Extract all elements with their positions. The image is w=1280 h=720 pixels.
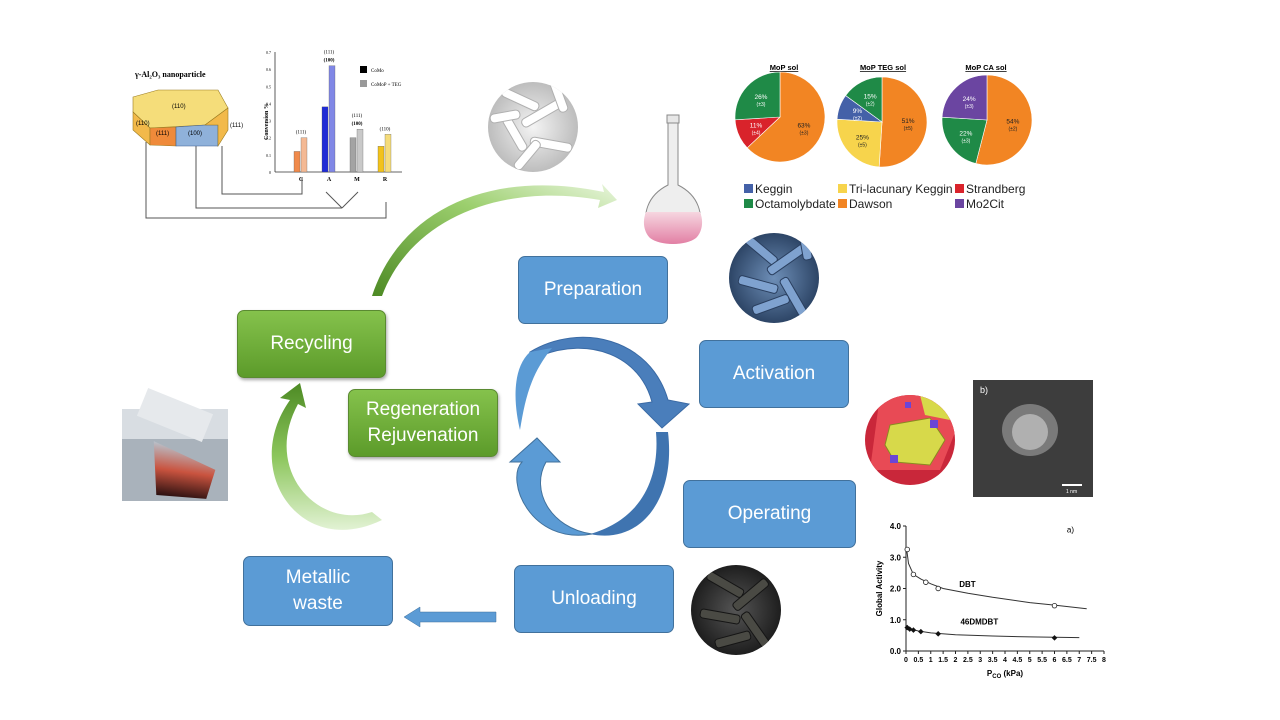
regeneration-box[interactable]: Regeneration Rejuvenation bbox=[348, 389, 498, 457]
blue-cycle-arc-left-upper bbox=[515, 348, 552, 430]
rejuvenation-label: Rejuvenation bbox=[367, 425, 479, 446]
green-arrow-to-preparation bbox=[372, 184, 617, 296]
metallic-waste-line1: Metallic bbox=[285, 567, 351, 588]
unloading-label: Unloading bbox=[551, 588, 637, 609]
preparation-box[interactable]: Preparation bbox=[518, 256, 668, 324]
blue-cycle-arrow-right bbox=[528, 336, 691, 429]
operating-label: Operating bbox=[727, 503, 812, 524]
activation-box[interactable]: Activation bbox=[699, 340, 849, 408]
nanoparticle-connectors bbox=[145, 142, 387, 219]
recycling-box[interactable]: Recycling bbox=[237, 310, 386, 378]
blue-arrow-to-waste bbox=[403, 606, 497, 628]
metallic-waste-line2: waste bbox=[293, 593, 343, 614]
blue-cycle-arc-right-lower bbox=[590, 432, 670, 536]
green-arrow-to-recycling bbox=[271, 383, 382, 530]
blue-cycle-arrow-left bbox=[508, 437, 593, 536]
metallic-waste-box[interactable]: Metallic waste bbox=[243, 556, 393, 626]
regeneration-label: Regeneration bbox=[365, 399, 481, 420]
preparation-label: Preparation bbox=[543, 279, 643, 300]
activation-label: Activation bbox=[732, 363, 816, 384]
recycling-label: Recycling bbox=[270, 333, 353, 354]
operating-box[interactable]: Operating bbox=[683, 480, 856, 548]
unloading-box[interactable]: Unloading bbox=[514, 565, 674, 633]
